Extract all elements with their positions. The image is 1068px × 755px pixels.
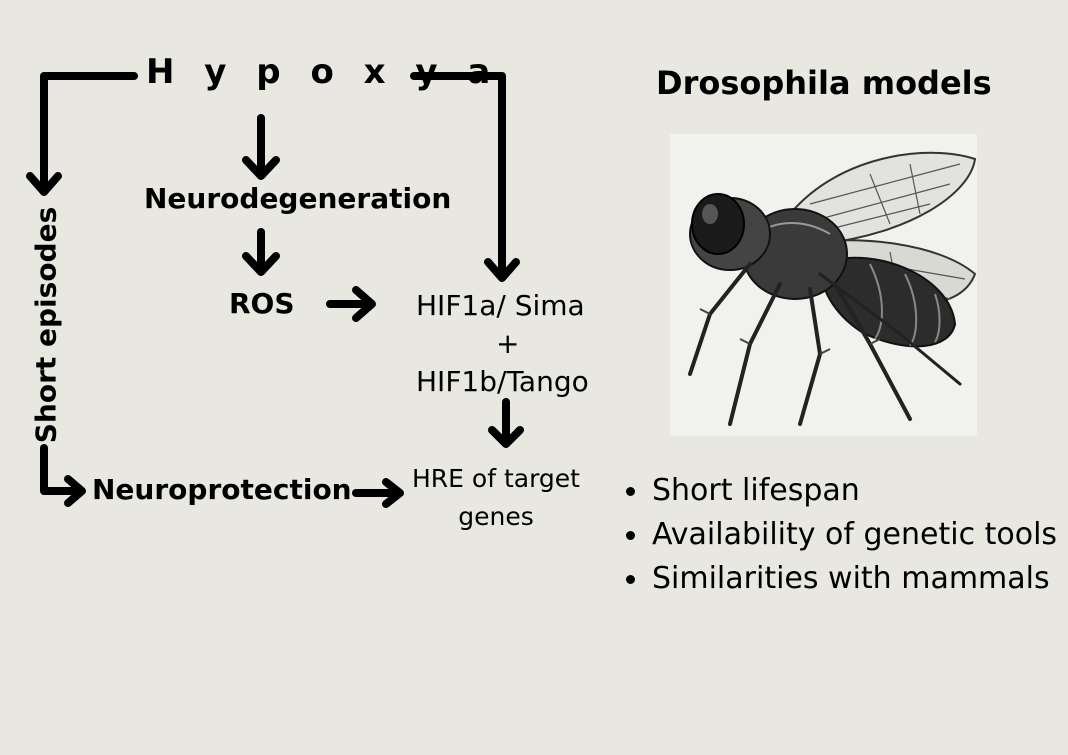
list-item: Availability of genetic tools (626, 513, 1057, 557)
bullet-text: Availability of genetic tools (652, 517, 1058, 552)
arrowhead-hre (488, 426, 524, 448)
bullet-text: Short lifespan (652, 473, 860, 508)
arrow-hypoxia-to-short-episodes (40, 72, 138, 194)
list-item: Short lifespan (626, 469, 1057, 513)
hre-target-genes-label: HRE of target genes (412, 460, 580, 536)
bullet-dot-icon (626, 575, 635, 584)
arrow-short-episodes-to-neuroprotection (40, 444, 82, 495)
drosophila-models-title: Drosophila models (656, 64, 992, 102)
ros-label: ROS (229, 287, 295, 320)
hre-line-1: HRE of target (412, 464, 580, 493)
bullet-dot-icon (626, 487, 635, 496)
arrowhead-neurodegeneration (242, 156, 280, 180)
hif1b-tango-label: HIF1b/Tango (416, 365, 589, 398)
fly-icon (688, 151, 977, 426)
neurodegeneration-label: Neurodegeneration (144, 182, 452, 215)
drosophila-benefits-list: Short lifespan Availability of genetic t… (626, 469, 1057, 601)
arrowhead-hif1a (484, 258, 520, 282)
arrowhead-ros (242, 252, 280, 276)
neuroprotection-label: Neuroprotection (92, 473, 352, 506)
bullet-dot-icon (626, 531, 635, 540)
list-item: Similarities with mammals (626, 557, 1057, 601)
hre-line-2: genes (458, 502, 534, 531)
bullet-text: Similarities with mammals (652, 561, 1050, 596)
arrowhead-neuroprotection-hre (382, 478, 404, 508)
arrowhead-short-episodes (26, 172, 62, 196)
arrowhead-neuroprotection (64, 475, 86, 507)
hif1a-sima-label: HIF1a/ Sima (416, 289, 585, 322)
short-episodes-label: Short episodes (29, 206, 63, 444)
arrowhead-ros-hif1a (352, 286, 376, 322)
plus-sign: + (496, 327, 520, 360)
hypoxia-label: H y p o x y a (146, 52, 500, 92)
arrow-hypoxia-to-hif1a (410, 72, 506, 280)
fruit-fly-image (670, 134, 977, 436)
